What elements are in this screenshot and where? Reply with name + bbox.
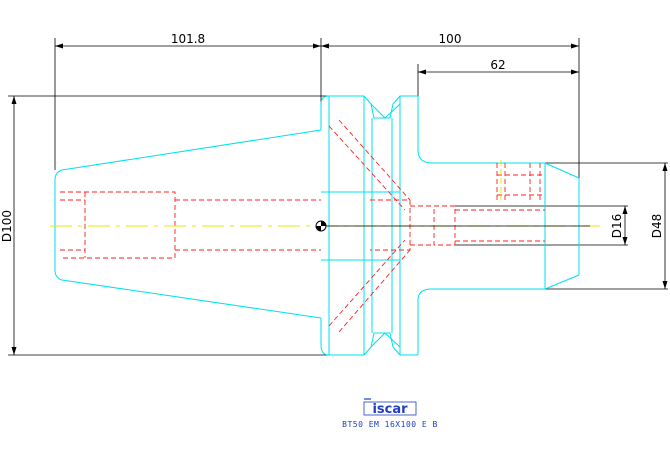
centerline (50, 160, 600, 227)
dim-shank-length: 62 (490, 58, 505, 72)
brand-logo: iscar (363, 398, 417, 417)
dim-flange-diameter: D100 (0, 210, 14, 242)
dim-bore-diameter: D16 (610, 214, 624, 239)
dim-taper-length: 101.8 (171, 32, 205, 46)
center-point-marker (315, 220, 590, 232)
dim-overall-length: 100 (439, 32, 462, 46)
dimension-lines (8, 38, 668, 356)
dimension-arrowheads (11, 43, 668, 355)
dim-nose-diameter: D48 (650, 214, 664, 239)
hidden-lines (60, 119, 545, 333)
part-caption: BT50 EM 16X100 E B (342, 420, 438, 429)
logo-text: iscar (372, 402, 408, 417)
